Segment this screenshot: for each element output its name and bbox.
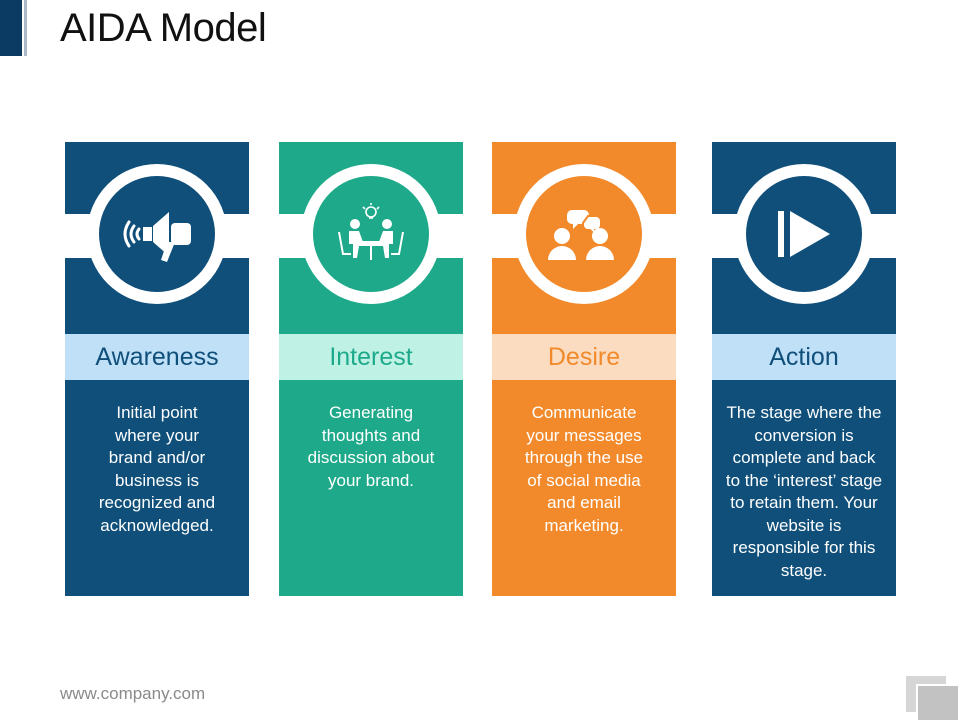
- card-top: [492, 142, 676, 334]
- icon-ring: [734, 164, 874, 304]
- stage-card-desire: Desire Communicate your messages through…: [492, 142, 676, 596]
- card-top: [279, 142, 463, 334]
- stage-label-awareness: Awareness: [65, 334, 249, 380]
- stage-card-action: Action The stage where the conversion is…: [712, 142, 896, 596]
- stage-description-desire: Communicate your messages through the us…: [492, 380, 676, 596]
- stage-label-desire: Desire: [492, 334, 676, 380]
- footer-url: www.company.com: [60, 684, 206, 703]
- corner-decoration-front: [916, 684, 958, 720]
- stage-description-interest: Generating thoughts and discussion about…: [279, 380, 463, 596]
- play-icon: [746, 176, 862, 292]
- icon-ring: [301, 164, 441, 304]
- icon-ring: [514, 164, 654, 304]
- megaphone-icon: [99, 176, 215, 292]
- stage-description-action: The stage where the conversion is comple…: [712, 380, 896, 596]
- card-top: [65, 142, 249, 334]
- stage-description-awareness: Initial point where your brand and/or bu…: [65, 380, 249, 596]
- corner-accent-bar: [0, 0, 22, 56]
- card-top: [712, 142, 896, 334]
- meeting-icon: [313, 176, 429, 292]
- stage-card-interest: Interest Generating thoughts and discuss…: [279, 142, 463, 596]
- chat-people-icon: [526, 176, 642, 292]
- stage-label-interest: Interest: [279, 334, 463, 380]
- stage-label-action: Action: [712, 334, 896, 380]
- icon-ring: [87, 164, 227, 304]
- corner-accent-line: [24, 0, 27, 56]
- page-title: AIDA Model: [60, 6, 267, 50]
- stage-card-awareness: Awareness Initial point where your brand…: [65, 142, 249, 596]
